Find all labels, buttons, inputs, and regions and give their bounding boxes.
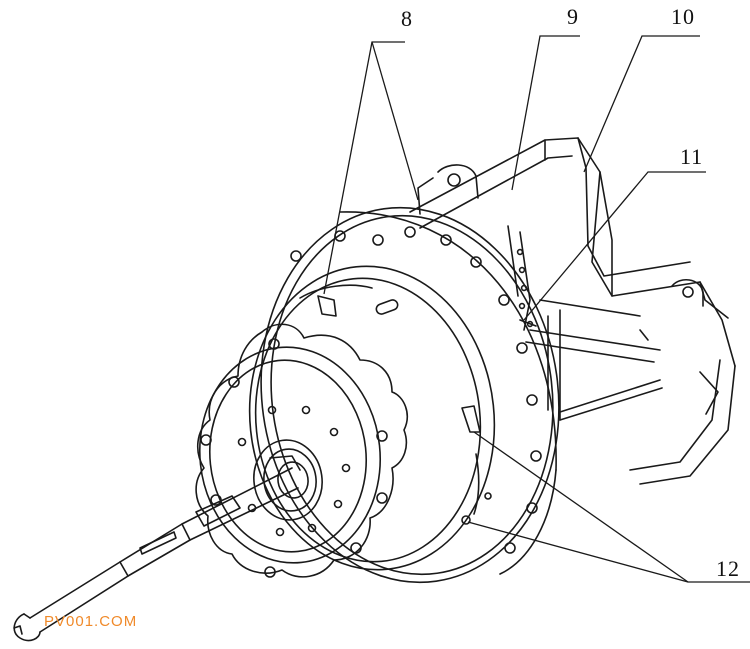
- callout-11: 11: [680, 144, 704, 169]
- intermediate-housing: [235, 254, 509, 582]
- leader-lines: [324, 36, 750, 582]
- leader-8a: [324, 42, 405, 294]
- shaft-seal: [249, 436, 327, 525]
- leader-8b: [372, 42, 418, 200]
- leader-9: [512, 36, 580, 190]
- leader-10: [584, 36, 700, 172]
- callout-10: 10: [671, 4, 695, 29]
- watermark-text: PV001.COM: [44, 613, 138, 630]
- output-shaft: [14, 468, 298, 640]
- callout-9: 9: [567, 4, 579, 29]
- callout-12: 12: [716, 556, 740, 581]
- rear-frame-housing: [410, 138, 735, 484]
- leader-12b: [468, 522, 688, 582]
- cover-bolt-ring: [239, 407, 350, 536]
- mounting-flange: [237, 188, 582, 602]
- flange-bolt-holes: [291, 227, 541, 553]
- callout-8: 8: [401, 6, 413, 31]
- frame-holes: [518, 250, 533, 327]
- leader-11: [524, 172, 706, 320]
- front-cover: [189, 324, 407, 577]
